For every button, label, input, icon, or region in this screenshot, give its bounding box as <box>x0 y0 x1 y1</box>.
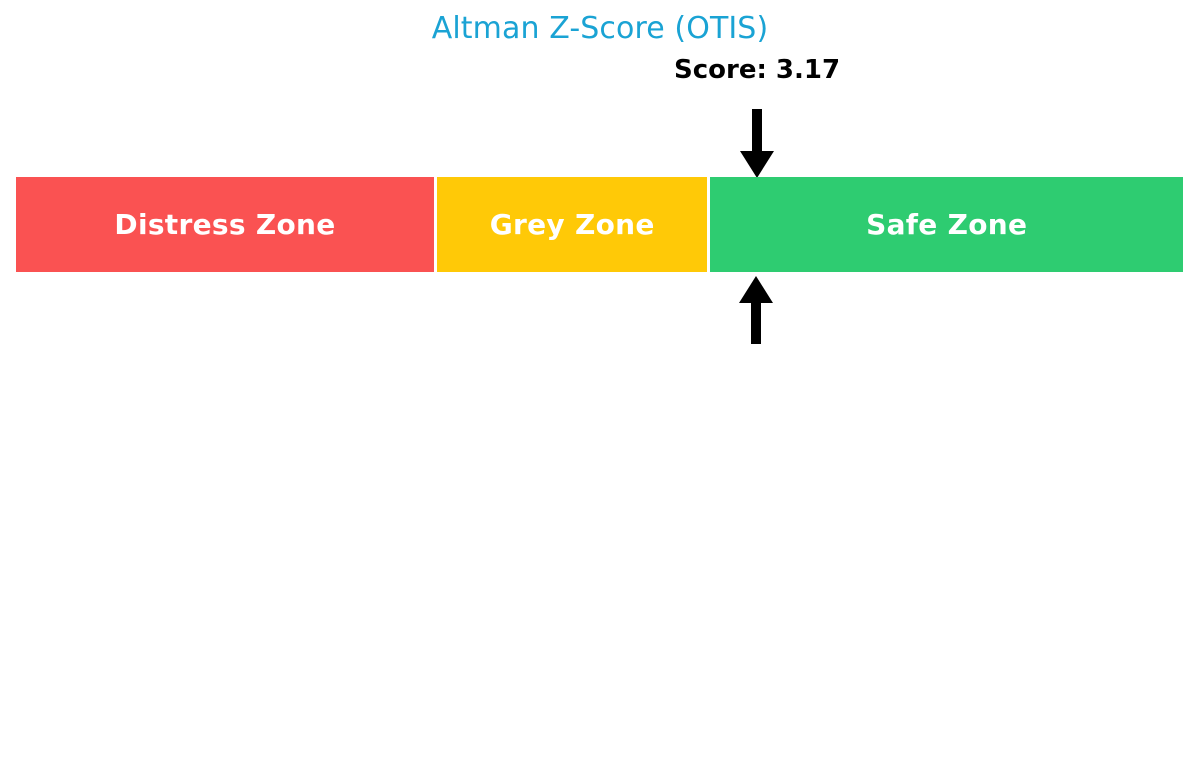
chart-panel-ir: Altman Z-Score (IR) Score: 3.93 Distress… <box>0 387 1200 774</box>
chart-panel-otis: Altman Z-Score (OTIS) Score: 3.17 Distre… <box>16 11 1183 346</box>
page-title-otis: Altman Z-Score (OTIS) <box>431 11 769 46</box>
arrow-up-icon <box>736 276 776 346</box>
zone-segment-distress: Distress Zone <box>16 177 434 272</box>
zone-segment-grey: Grey Zone <box>436 177 708 272</box>
score-annotation-otis: Score: 3.17 <box>674 55 841 85</box>
zone-segment-safe: Safe Zone <box>710 177 1183 272</box>
arrow-down-icon <box>737 109 777 179</box>
zone-bar-otis: Distress Zone Grey Zone Safe Zone <box>16 177 1183 272</box>
zone-label-distress: Distress Zone <box>114 207 336 241</box>
zone-label-grey: Grey Zone <box>489 207 655 241</box>
zone-label-safe: Safe Zone <box>866 207 1028 241</box>
